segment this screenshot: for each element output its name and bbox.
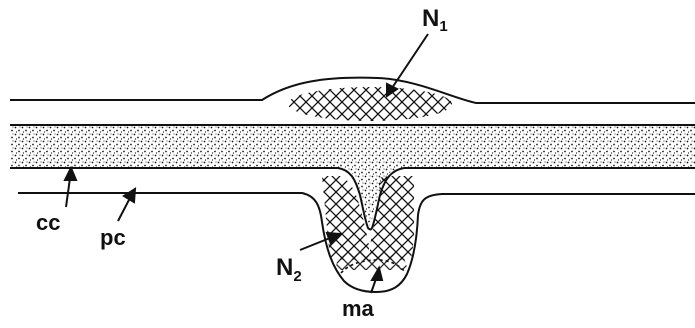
n1-label: N1: [422, 5, 448, 35]
pc-label: pc: [100, 225, 126, 250]
n2-label: N2: [276, 254, 302, 285]
stippled-band: [10, 125, 695, 168]
n1-hatch: [288, 87, 452, 121]
pc-arrowhead: [124, 189, 135, 202]
cc-arrowhead: [65, 168, 76, 180]
ma-label: ma: [342, 296, 375, 321]
cc-label: cc: [36, 210, 60, 235]
n1-leader: [392, 34, 428, 88]
pc-leader: [118, 198, 130, 221]
